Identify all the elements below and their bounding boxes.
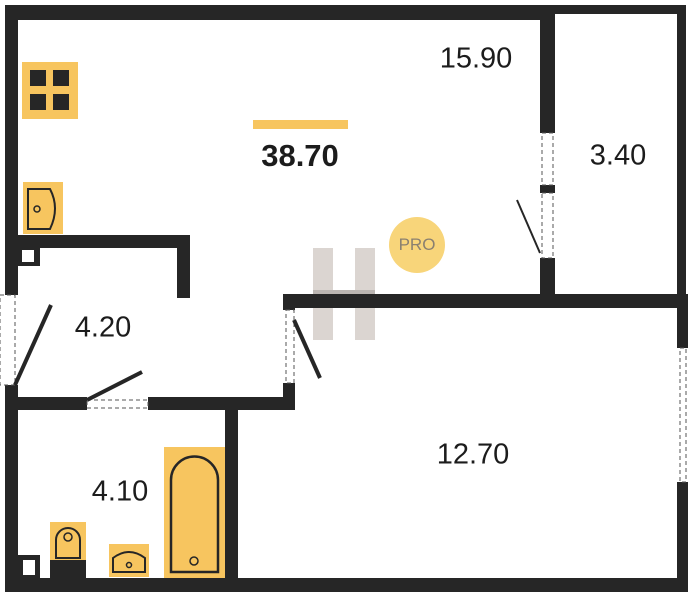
- room-area-hallway: 4.20: [74, 311, 132, 344]
- door-leaves: [13, 199, 541, 402]
- kitchen-sink-icon: [23, 182, 63, 234]
- walls: [5, 5, 688, 592]
- bathroom-sink-icon: [109, 544, 149, 577]
- windows-doors: [0, 132, 687, 483]
- pro-badge: PRO: [389, 217, 445, 273]
- bathtub-icon: [164, 447, 225, 578]
- room-area-balcony: 3.40: [589, 139, 647, 172]
- room-area-kitchen-living: 15.90: [439, 42, 513, 75]
- room-area-bathroom: 4.10: [91, 475, 149, 508]
- total-area-label: 38.70: [261, 138, 339, 173]
- toilet-icon: [50, 522, 86, 580]
- stove-icon: [22, 62, 78, 119]
- total-area-accent-bar: [253, 120, 348, 129]
- room-area-bedroom: 12.70: [436, 438, 510, 471]
